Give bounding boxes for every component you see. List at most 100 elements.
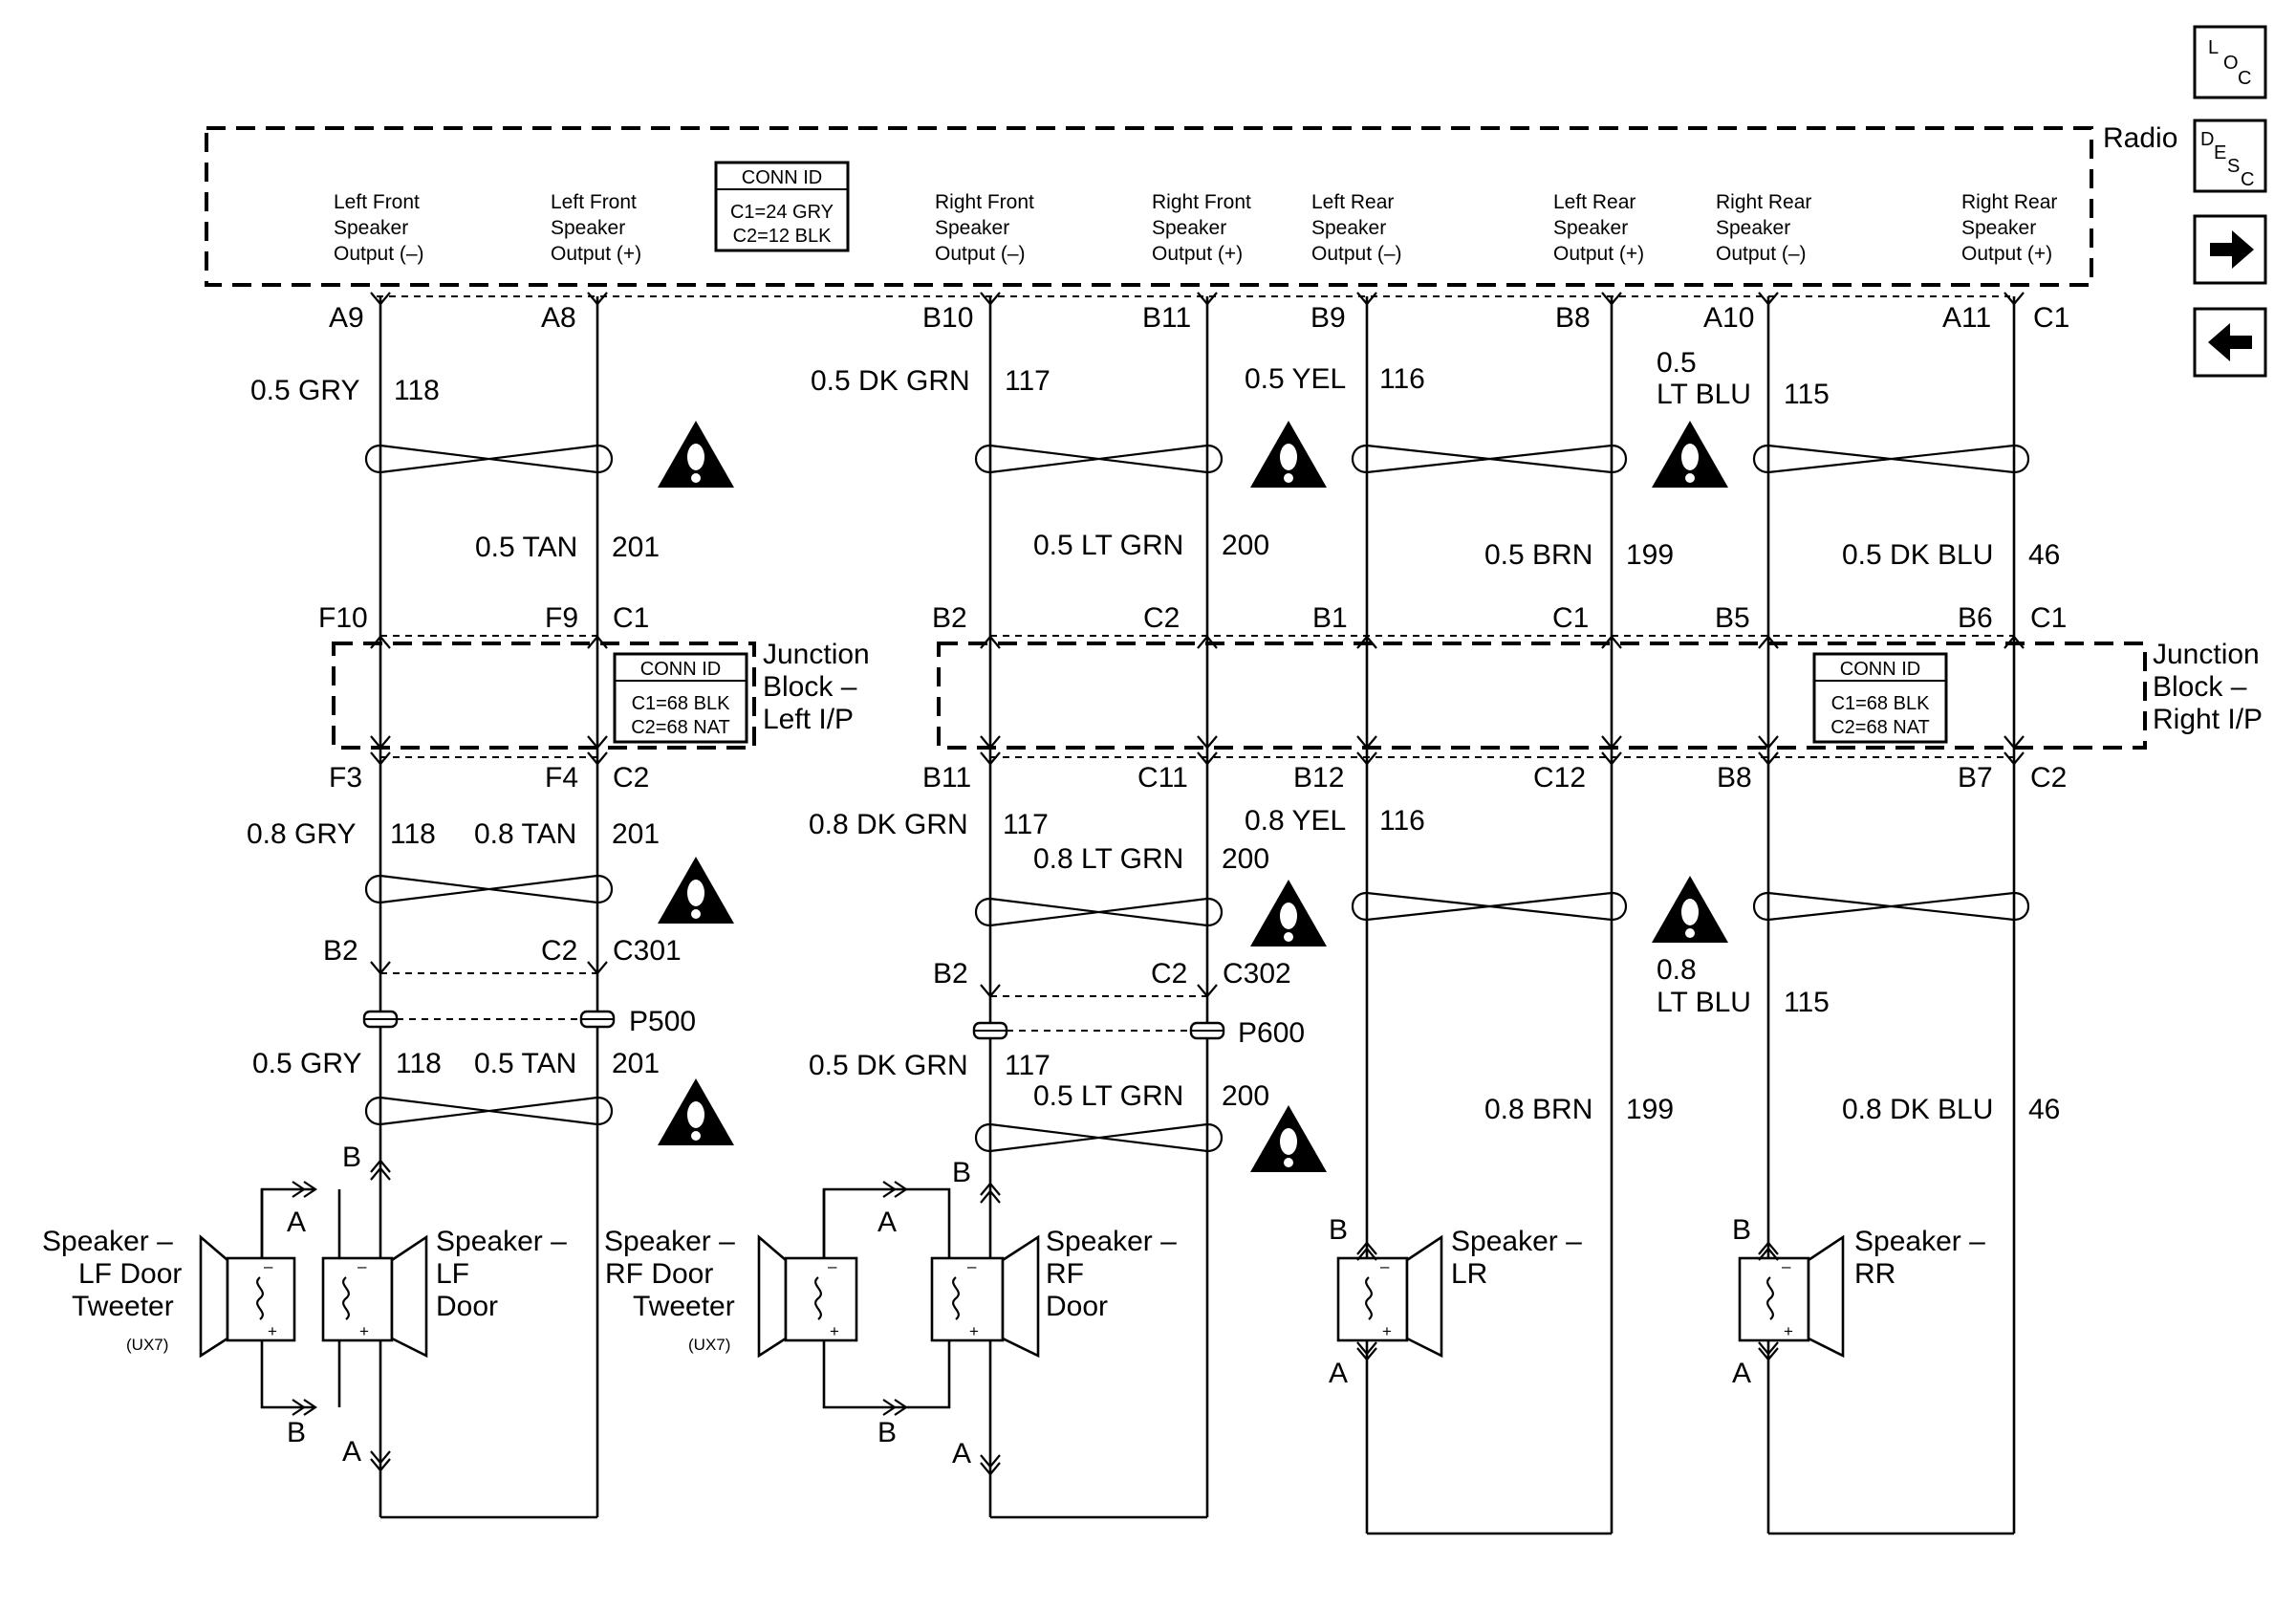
output-label: Output (+) — [1553, 243, 1644, 265]
speaker-label: Speaker – — [436, 1226, 567, 1257]
pin-label: A — [1329, 1358, 1348, 1389]
desc-button[interactable]: D E S C — [2193, 119, 2267, 193]
circuit-number: 200 — [1222, 530, 1269, 561]
pin-label: B — [342, 1142, 361, 1173]
svg-text:+: + — [1382, 1322, 1392, 1340]
right-arrow-icon — [2210, 230, 2254, 269]
lr-speaker: – + — [1336, 1234, 1443, 1361]
warning-icon — [1250, 880, 1327, 946]
output-label: Speaker — [935, 217, 1009, 239]
connector-label: C302 — [1223, 958, 1291, 990]
output-label: Output (–) — [935, 243, 1026, 265]
wires — [379, 296, 2016, 1535]
splice-label: P600 — [1238, 1017, 1305, 1049]
speaker-label: RR — [1854, 1258, 1895, 1290]
wire-gauge: 0.5 DK GRN — [809, 1050, 968, 1081]
svg-text:E: E — [2214, 142, 2226, 163]
pin-label: B12 — [1293, 762, 1344, 794]
speaker-label: RF — [1046, 1258, 1084, 1290]
circuit-number: 116 — [1379, 363, 1425, 395]
circuit-number: 118 — [396, 1048, 442, 1079]
output-label: Speaker — [1716, 217, 1790, 239]
warning-icon — [1652, 421, 1728, 488]
rf-tweeter-speaker: – + — [757, 1234, 858, 1359]
pin-label: B — [952, 1157, 971, 1188]
prev-button[interactable] — [2193, 307, 2267, 378]
wire-labels-top: 0.5 GRY 118 0.5 TAN 201 0.5 DK GRN 117 0… — [250, 347, 2060, 571]
wire-gauge: 0.5 GRY — [252, 1048, 362, 1079]
pin-label: F3 — [329, 762, 362, 794]
loc-button[interactable]: L O C — [2193, 25, 2267, 99]
rr-speaker: – + — [1738, 1234, 1845, 1361]
output-label: Speaker — [1311, 217, 1386, 239]
pin-label: B11 — [922, 762, 971, 794]
radio-module: Radio CONN ID C1=24 GRY C2=12 BLK — [205, 122, 2177, 297]
lf-speaker-group: A B B A – + Speaker – LF Door Tweeter (U… — [42, 1142, 567, 1472]
wire-gauge: 0.5 — [1657, 347, 1697, 379]
svg-text:+: + — [830, 1322, 839, 1340]
warning-icon — [658, 1078, 734, 1145]
output-label: Right Front — [935, 191, 1034, 213]
svg-text:C: C — [2238, 68, 2251, 89]
wire-gauge: 0.5 TAN — [474, 1048, 576, 1079]
pin-label: A10 — [1703, 302, 1754, 334]
svg-text:D: D — [2200, 129, 2214, 150]
wire-gauge: 0.5 YEL — [1245, 363, 1346, 395]
next-button[interactable] — [2193, 214, 2267, 285]
pin-label: A — [342, 1436, 361, 1468]
connector-label: C2 — [613, 762, 649, 794]
wire-gauge: 0.5 TAN — [475, 532, 577, 563]
pin-label: A11 — [1942, 302, 1991, 334]
wire-gauge: 0.5 LT GRN — [1033, 530, 1183, 561]
jb-right-title: Right I/P — [2153, 704, 2263, 735]
svg-text:+: + — [359, 1322, 369, 1340]
svg-text:CONN ID: CONN ID — [640, 659, 721, 680]
connector-c302: B2 C2 C302 P600 — [933, 958, 1305, 1049]
pin-label: A9 — [329, 302, 364, 334]
pin-label: B7 — [1958, 762, 1993, 794]
pin-label: B11 — [1142, 302, 1191, 334]
pin-label: B — [877, 1417, 897, 1448]
pin-label: B2 — [932, 602, 967, 634]
option-label: (UX7) — [688, 1336, 730, 1354]
output-label: Output (+) — [551, 243, 641, 265]
svg-text:L: L — [2208, 37, 2219, 58]
junction-block-right: CONN ID C1=68 BLK C2=68 NAT Junction Blo… — [922, 602, 2263, 794]
circuit-number: 199 — [1626, 539, 1674, 571]
output-label: Output (–) — [334, 243, 424, 265]
svg-text:+: + — [1784, 1322, 1793, 1340]
jb-left-conn-id: CONN ID C1=68 BLK C2=68 NAT — [613, 652, 748, 744]
splice-p500: P500 — [362, 1006, 696, 1037]
splice-label: P500 — [629, 1006, 696, 1037]
pin-label: C2 — [1143, 602, 1180, 634]
jb-right-title: Junction — [2153, 639, 2260, 670]
svg-text:C: C — [2241, 169, 2254, 190]
connector-label: C301 — [613, 935, 682, 967]
pin-label: C12 — [1533, 762, 1586, 794]
pin-label: B — [1329, 1214, 1348, 1246]
svg-text:–: – — [1782, 1257, 1791, 1275]
wire-gauge: LT BLU — [1657, 379, 1751, 410]
pin-label: B10 — [922, 302, 973, 334]
pin-label: C1 — [1552, 602, 1589, 634]
circuit-number: 117 — [1003, 809, 1049, 840]
output-label: Speaker — [551, 217, 625, 239]
output-label: Left Front — [551, 191, 637, 213]
pin-label: C2 — [541, 935, 577, 967]
svg-text:S: S — [2227, 156, 2240, 177]
pin-label: A8 — [541, 302, 576, 334]
pin-label: F10 — [318, 602, 368, 634]
circuit-number: 200 — [1222, 843, 1269, 875]
svg-text:+: + — [268, 1322, 277, 1340]
output-label: Right Front — [1152, 191, 1251, 213]
warning-icon — [658, 857, 734, 924]
speaker-label: Tweeter — [633, 1291, 735, 1322]
wire-gauge: 0.5 GRY — [250, 375, 360, 406]
jb-left-title: Junction — [763, 639, 870, 670]
output-label: Output (+) — [1961, 243, 2052, 265]
connector-label: C1 — [2030, 602, 2067, 634]
twisted-pairs — [365, 444, 2029, 1153]
radio-output-labels: Left Front Speaker Output (–) Left Front… — [334, 191, 2057, 265]
svg-text:C2=12 BLK: C2=12 BLK — [733, 226, 833, 247]
speaker-label: RF Door — [605, 1258, 713, 1290]
